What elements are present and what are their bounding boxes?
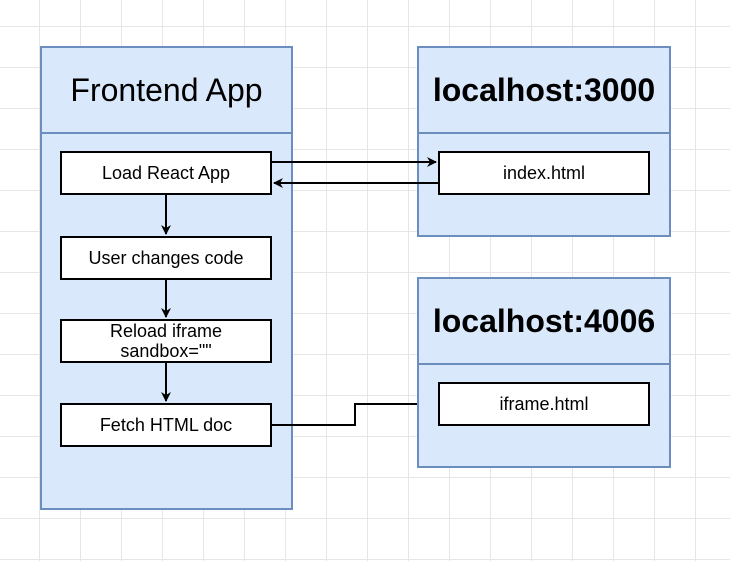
load-react-app-node: Load React App	[60, 151, 272, 195]
load-react-app-label: Load React App	[101, 163, 231, 183]
localhost-3000-title: localhost:3000	[432, 71, 656, 108]
iframe-html-node: iframe.html	[438, 382, 650, 426]
user-changes-code-node: User changes code	[60, 236, 272, 280]
reload-iframe-label: Reload iframe	[109, 321, 223, 341]
edge-fetch-to-iframe	[272, 403, 417, 426]
frontend-app-header: Frontend App	[42, 48, 291, 134]
localhost-4006-header: localhost:4006	[419, 279, 669, 365]
localhost-4006-container: localhost:4006	[417, 277, 671, 468]
index-html-label: index.html	[502, 163, 586, 183]
user-changes-code-label: User changes code	[88, 248, 244, 268]
localhost-4006-title: localhost:4006	[432, 302, 656, 339]
fetch-html-doc-node: Fetch HTML doc	[60, 403, 272, 447]
reload-iframe-node: Reload iframe sandbox=""	[60, 319, 272, 363]
iframe-html-label: iframe.html	[499, 394, 589, 414]
index-html-node: index.html	[438, 151, 650, 195]
localhost-3000-container: localhost:3000	[417, 46, 671, 237]
reload-iframe-sandbox-label: sandbox=""	[120, 341, 212, 361]
fetch-html-doc-label: Fetch HTML doc	[99, 415, 233, 435]
frontend-app-title: Frontend App	[70, 71, 263, 108]
localhost-3000-header: localhost:3000	[419, 48, 669, 134]
